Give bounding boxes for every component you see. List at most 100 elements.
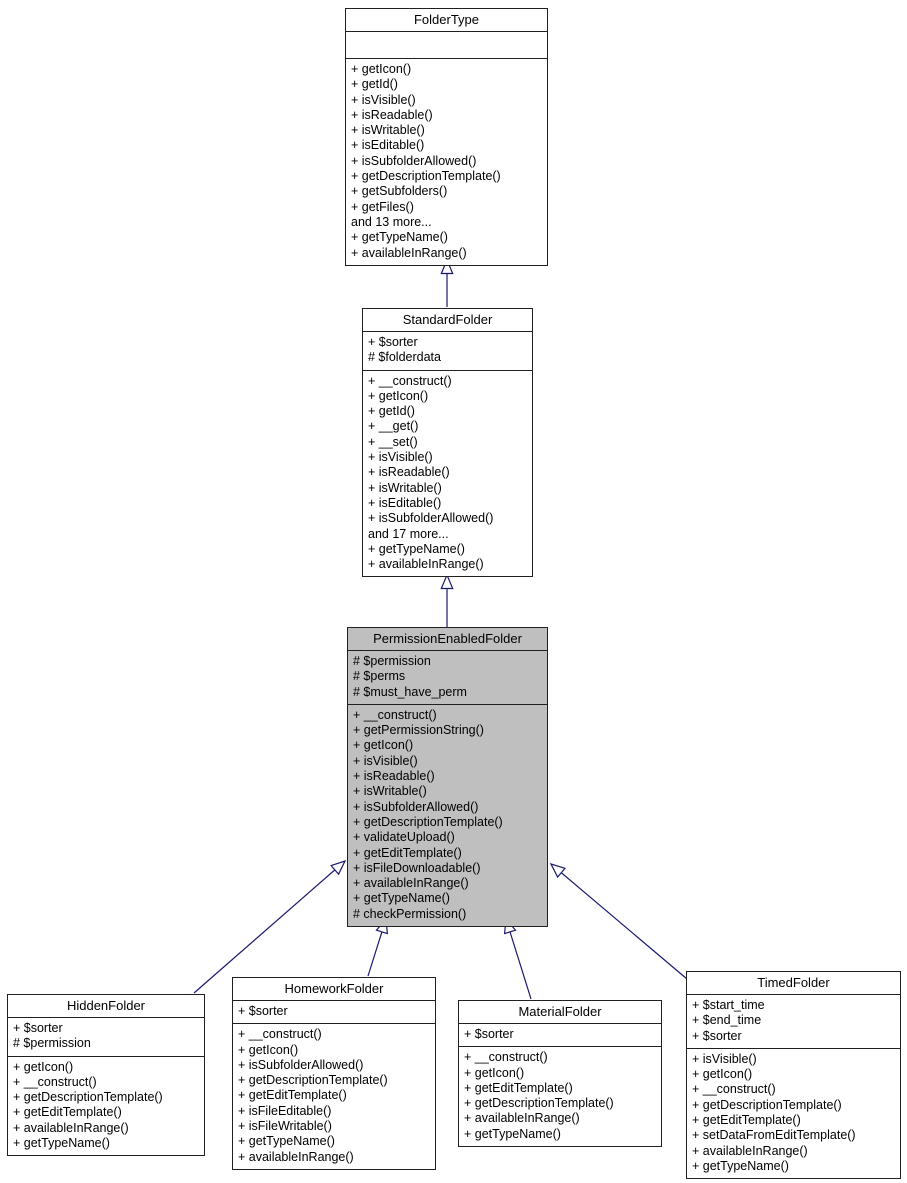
- method-row: + availableInRange(): [353, 876, 469, 891]
- method-row: + getTypeName(): [692, 1158, 789, 1173]
- method-row: + getIcon(): [368, 388, 429, 403]
- class-attributes: + $sorter# $permission: [8, 1018, 204, 1057]
- method-row: + getDescriptionTemplate(): [13, 1090, 163, 1105]
- method-row: # checkPermission(): [353, 906, 467, 921]
- inheritance-arrow-materialfolder-to-permissionenabledfolder: [506, 919, 532, 1000]
- attribute-row: + $start_time: [692, 998, 765, 1012]
- method-row: + __get(): [368, 419, 419, 434]
- method-row: + getIcon(): [13, 1059, 74, 1074]
- method-row: + __set(): [368, 434, 418, 449]
- method-row: + getDescriptionTemplate(): [351, 169, 501, 184]
- class-node-permissionenabledfolder[interactable]: PermissionEnabledFolder # $permission# $…: [347, 627, 548, 928]
- method-row: + getTypeName(): [238, 1134, 335, 1149]
- class-title: MaterialFolder: [459, 1001, 661, 1024]
- attribute-row: # $must_have_perm: [353, 684, 467, 699]
- method-row: + getIcon(): [692, 1067, 753, 1082]
- method-row: + isVisible(): [692, 1051, 757, 1066]
- class-node-homeworkfolder[interactable]: HomeworkFolder + $sorter + __construct()…: [232, 977, 436, 1170]
- class-attributes: + $start_time+ $end_time+ $sorter: [687, 995, 900, 1049]
- attribute-row: + $sorter: [464, 1027, 514, 1041]
- method-row: + isEditable(): [368, 495, 442, 510]
- class-methods: + __construct()+ getIcon()+ isSubfolderA…: [233, 1024, 435, 1169]
- method-row: + getTypeName(): [368, 541, 465, 556]
- attribute-row: # $folderdata: [368, 350, 441, 365]
- method-row: + getEditTemplate(): [353, 845, 462, 860]
- class-title: PermissionEnabledFolder: [348, 628, 547, 651]
- inheritance-arrow-timedfolder-to-permissionenabledfolder: [551, 864, 688, 980]
- method-row: + isFileEditable(): [238, 1103, 332, 1118]
- class-node-standardfolder[interactable]: StandardFolder + $sorter# $folderdata + …: [362, 308, 533, 578]
- method-row: + getTypeName(): [351, 230, 448, 245]
- method-row: + isFileWritable(): [238, 1119, 332, 1134]
- attribute-row: + $sorter: [368, 335, 418, 349]
- method-row: + getId(): [351, 77, 398, 92]
- method-row: + availableInRange(): [13, 1120, 129, 1135]
- method-row: + isWritable(): [368, 480, 442, 495]
- class-node-foldertype[interactable]: FolderType + getIcon()+ getId()+ isVisib…: [345, 8, 548, 266]
- method-row: + __construct(): [353, 707, 437, 722]
- method-row: + isVisible(): [351, 92, 416, 107]
- class-methods: + __construct()+ getIcon()+ getEditTempl…: [459, 1047, 661, 1146]
- class-attributes: + $sorter: [233, 1001, 435, 1025]
- class-node-materialfolder[interactable]: MaterialFolder + $sorter + __construct()…: [458, 1000, 662, 1148]
- class-methods: + __construct()+ getIcon()+ getId()+ __g…: [363, 371, 532, 577]
- method-row: + __construct(): [368, 373, 452, 388]
- method-row: + setDataFromEditTemplate(): [692, 1128, 856, 1143]
- class-title: StandardFolder: [363, 309, 532, 332]
- class-attributes: + $sorter: [459, 1024, 661, 1048]
- class-title: TimedFolder: [687, 972, 900, 995]
- class-node-timedfolder[interactable]: TimedFolder + $start_time+ $end_time+ $s…: [686, 971, 901, 1180]
- method-row: + isVisible(): [368, 450, 433, 465]
- class-methods: + getIcon()+ getId()+ isVisible()+ isRea…: [346, 59, 547, 265]
- method-row: + getDescriptionTemplate(): [464, 1096, 614, 1111]
- method-row: + isReadable(): [353, 769, 435, 784]
- method-row: + validateUpload(): [353, 830, 455, 845]
- method-row: + getPermissionString(): [353, 723, 484, 738]
- method-row: and 13 more...: [351, 214, 432, 229]
- attribute-row: + $sorter: [692, 1028, 742, 1043]
- class-methods: + getIcon()+ __construct()+ getDescripti…: [8, 1057, 204, 1156]
- class-title: HomeworkFolder: [233, 978, 435, 1001]
- class-attributes: + $sorter# $folderdata: [363, 332, 532, 371]
- method-row: + getIcon(): [353, 738, 414, 753]
- inheritance-arrow-hiddenfolder-to-permissionenabledfolder: [193, 861, 345, 994]
- method-row: + getEditTemplate(): [692, 1113, 801, 1128]
- method-row: + __construct(): [464, 1050, 548, 1065]
- method-row: + isSubfolderAllowed(): [353, 799, 479, 814]
- method-row: + getId(): [368, 404, 415, 419]
- method-row: + availableInRange(): [692, 1143, 808, 1158]
- method-row: + isReadable(): [368, 465, 450, 480]
- attribute-row: + $end_time: [692, 1013, 762, 1028]
- class-methods: + __construct()+ getPermissionString()+ …: [348, 705, 547, 926]
- method-row: + isWritable(): [353, 784, 427, 799]
- method-row: + getEditTemplate(): [464, 1080, 573, 1095]
- method-row: + getEditTemplate(): [13, 1105, 122, 1120]
- method-row: + getIcon(): [351, 62, 412, 76]
- method-row: + __construct(): [13, 1074, 97, 1089]
- class-title: FolderType: [346, 9, 547, 32]
- method-row: + availableInRange(): [368, 557, 484, 572]
- attribute-row: # $perms: [353, 669, 406, 684]
- method-row: + __construct(): [238, 1027, 322, 1042]
- class-title: HiddenFolder: [8, 995, 204, 1018]
- method-row: + availableInRange(): [238, 1149, 354, 1164]
- method-row: + getTypeName(): [353, 891, 450, 906]
- method-row: + getEditTemplate(): [238, 1088, 347, 1103]
- method-row: and 17 more...: [368, 526, 449, 541]
- method-row: + isVisible(): [353, 753, 418, 768]
- class-node-hiddenfolder[interactable]: HiddenFolder + $sorter# $permission + ge…: [7, 994, 205, 1157]
- class-methods: + isVisible()+ getIcon()+ __construct() +…: [687, 1049, 900, 1178]
- method-row: + isSubfolderAllowed(): [368, 511, 494, 526]
- method-row: + __construct(): [692, 1082, 776, 1097]
- class-attributes: # $permission# $perms# $must_have_perm: [348, 651, 547, 705]
- attribute-row: + $sorter: [238, 1004, 288, 1018]
- method-row: + getIcon(): [464, 1065, 525, 1080]
- method-row: + getTypeName(): [464, 1126, 561, 1141]
- method-row: + isFileDownloadable(): [353, 860, 481, 875]
- method-row: + isReadable(): [351, 107, 433, 122]
- class-attributes: [346, 32, 547, 59]
- method-row: + getTypeName(): [13, 1136, 110, 1151]
- method-row: + getDescriptionTemplate(): [353, 814, 503, 829]
- method-row: + availableInRange(): [351, 245, 467, 260]
